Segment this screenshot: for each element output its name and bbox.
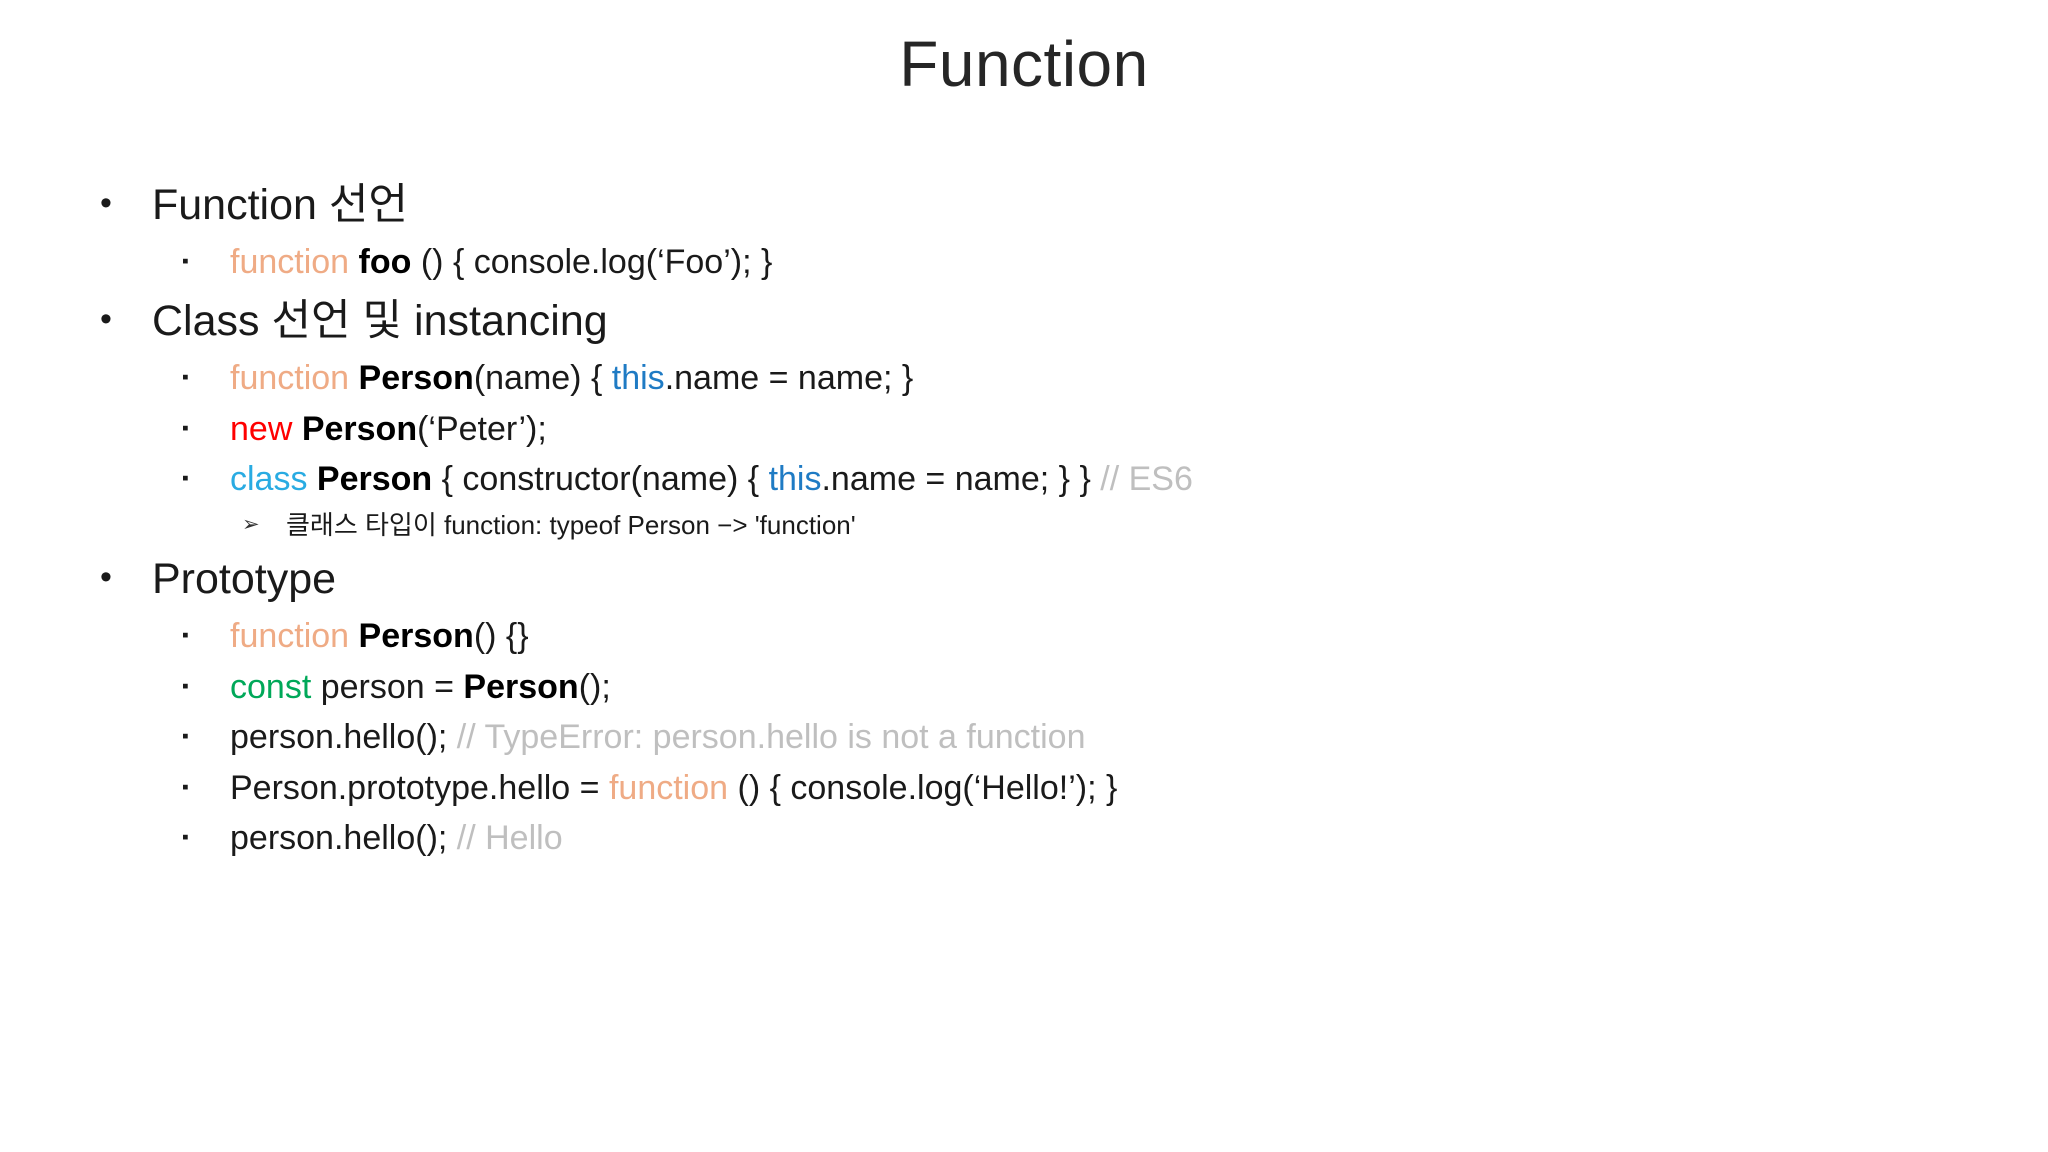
page-title: Function (899, 28, 1149, 100)
code-token: Person.prototype.hello = (230, 768, 609, 807)
code-line-text: const person = Person(); (230, 666, 611, 710)
code-token: person.hello(); (230, 819, 457, 858)
section-heading-text: Function 선언 (152, 181, 408, 229)
bullet-arrow-icon: ➢ (242, 512, 260, 536)
code-token: function (230, 242, 350, 281)
bullet-square-icon: ▪ (182, 827, 189, 849)
code-line: ▪ new Person(‘Peter’); (182, 408, 1980, 452)
bullet-dot-icon: • (100, 558, 112, 597)
code-line: ▪ function Person(name) { this.name = nam… (182, 357, 1980, 401)
bullet-square-icon: ▪ (182, 367, 189, 389)
slide-body: • Function 선언 ▪ function foo () { console.l… (100, 168, 1980, 868)
code-token: new (230, 409, 293, 448)
code-line-text: person.hello(); // Hello (230, 817, 563, 861)
bullet-square-icon: ▪ (182, 675, 189, 697)
code-token (349, 359, 358, 397)
code-token: .name = name; } (664, 359, 914, 398)
code-token: Person (316, 460, 433, 499)
code-token: // TypeError: person.hello is not a func… (456, 718, 1086, 757)
code-line: ▪ person.hello(); // TypeError: person.he… (182, 716, 1980, 760)
bullet-dot-icon: • (100, 184, 112, 222)
code-token: { constructor(name) { (432, 460, 769, 499)
code-token: function (608, 768, 729, 807)
section-heading: • Prototype (100, 552, 1980, 608)
code-token: this (611, 359, 665, 398)
bullet-square-icon: ▪ (182, 625, 189, 646)
section-heading: • Function 선언 (100, 178, 1980, 234)
code-token: () { console.log(‘Foo’); } (411, 242, 773, 281)
code-token: (‘Peter’); (417, 409, 547, 448)
code-token: // Hello (456, 819, 563, 858)
code-line-text: Person.prototype.hello = function () { c… (230, 767, 1117, 811)
code-line: ▪ const person = Person(); (182, 666, 1980, 710)
code-token: 클래스 타입이 function: typeof Person −> 'func… (286, 509, 856, 540)
code-token: () {} (473, 617, 529, 655)
code-token: .name = name; } } (821, 460, 1101, 499)
code-token: Person (358, 617, 474, 655)
code-token: class (230, 460, 308, 499)
code-token (349, 617, 358, 655)
note-line-text: 클래스 타입이 function: typeof Person −> 'func… (286, 509, 856, 542)
bullet-square-icon: ▪ (182, 776, 189, 798)
code-token: this (768, 460, 822, 499)
code-line-text: function Person() {} (230, 615, 529, 659)
code-line-text: person.hello(); // TypeError: person.hel… (230, 716, 1086, 760)
note-line: ➢ 클래스 타입이 function: typeof Person −> 'fun… (242, 509, 1980, 542)
section-heading-text: Prototype (152, 555, 337, 604)
code-token: const (230, 667, 312, 706)
bullet-dot-icon: • (100, 300, 112, 339)
bullet-square-icon: ▪ (182, 726, 189, 748)
code-token: (); (578, 667, 611, 706)
code-token: Person (358, 359, 474, 398)
code-line: ▪ Person.prototype.hello = function () { … (182, 767, 1980, 811)
code-token: () { console.log(‘Hello!’); } (728, 768, 1118, 807)
code-token (292, 410, 301, 448)
code-token: Person (301, 409, 418, 448)
code-token: person = (311, 667, 464, 706)
code-line: ▪ function foo () { console.log(‘Foo’); } (182, 241, 1980, 285)
code-line-text: new Person(‘Peter’); (230, 408, 547, 452)
code-token (307, 460, 316, 498)
code-token (349, 243, 358, 281)
code-line: ▪ class Person { constructor(name) { this… (182, 458, 1980, 502)
code-line-text: function foo () { console.log(‘Foo’); } (230, 241, 772, 285)
code-line: ▪ function Person() {} (182, 615, 1980, 659)
bullet-square-icon: ▪ (182, 417, 189, 439)
section-heading: • Class 선언 및 instancing (100, 294, 1980, 350)
code-line-text: function Person(name) { this.name = name… (230, 357, 913, 401)
section-heading-text: Class 선언 및 instancing (152, 297, 608, 346)
code-token: foo (358, 242, 412, 281)
code-token: Person (463, 667, 579, 706)
bullet-square-icon: ▪ (182, 250, 189, 272)
code-token: // ES6 (1100, 460, 1193, 499)
code-token: person.hello(); (230, 718, 457, 757)
code-token: (name) { (473, 359, 612, 398)
code-token: function (230, 359, 350, 398)
bullet-square-icon: ▪ (182, 468, 189, 490)
code-token: function (230, 617, 350, 655)
code-line-text: class Person { constructor(name) { this.… (230, 458, 1193, 502)
code-line: ▪ person.hello(); // Hello (182, 817, 1980, 861)
